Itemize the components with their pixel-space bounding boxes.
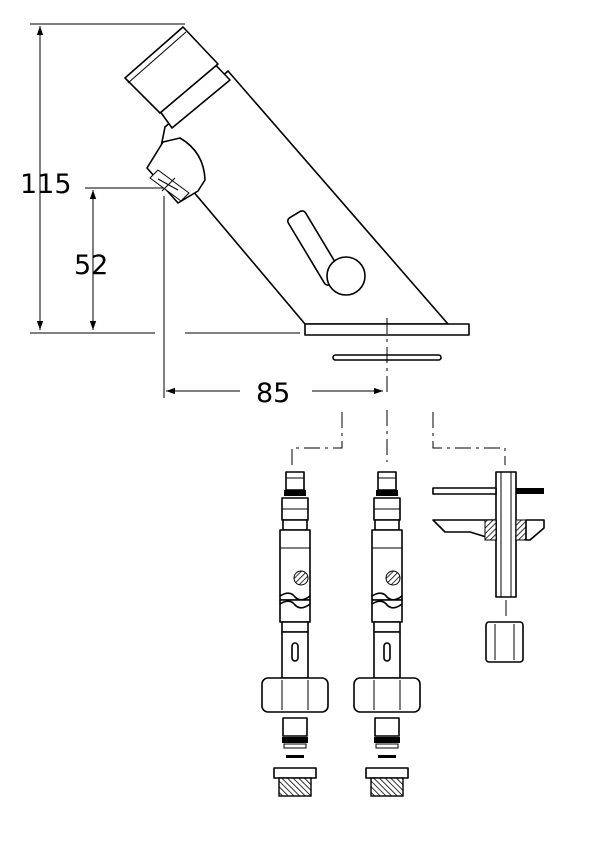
pipe-filter-hatched <box>293 570 309 586</box>
clamp-section-left <box>484 519 497 541</box>
spout <box>146 137 206 204</box>
mesh-filter-hatched <box>278 777 312 797</box>
dimension-total-height: 115 <box>20 23 185 330</box>
dimension-label-spout-height: 52 <box>74 250 108 281</box>
threaded-rod <box>495 471 517 598</box>
washer-plate <box>432 487 497 495</box>
dimension-label-spout-reach: 85 <box>256 378 290 409</box>
faucet-body <box>159 70 449 325</box>
clamp-section-right <box>515 519 527 541</box>
dimension-label-total-height: 115 <box>20 169 72 200</box>
temperature-knob <box>326 256 366 296</box>
guide-line-right <box>432 412 506 465</box>
fixing-kit <box>432 471 545 663</box>
supply-pipe-left <box>261 471 329 797</box>
dimension-spout-height: 52 <box>74 187 165 330</box>
faucet-assembly <box>124 26 470 361</box>
fixing-nut <box>485 621 524 663</box>
supply-pipe-right <box>353 471 421 797</box>
dimension-spout-reach: 85 <box>163 196 383 409</box>
guide-line-left <box>291 412 343 465</box>
push-head <box>124 26 219 114</box>
